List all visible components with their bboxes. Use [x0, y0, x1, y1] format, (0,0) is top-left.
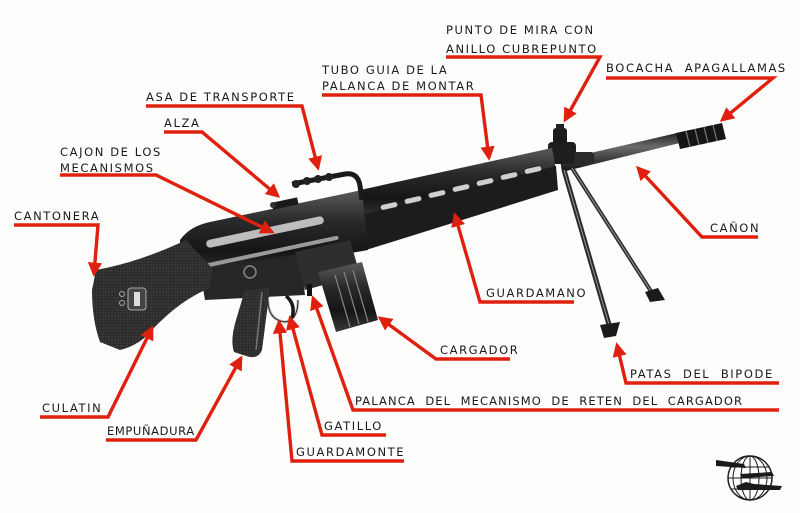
rifle-illustration — [92, 123, 726, 358]
leader-punto-de-mira — [446, 55, 603, 123]
label-guardamano: GUARDAMANO — [486, 286, 588, 300]
globe-logo — [716, 455, 782, 501]
pistol-grip — [232, 288, 270, 358]
label-culatin: CULATIN — [42, 401, 103, 415]
leader-cargador — [377, 316, 510, 361]
label-cantonera: CANTONERA — [14, 209, 101, 223]
trigger-housing — [200, 254, 305, 300]
label-line: ANILLO CUBREPUNTO — [446, 42, 598, 56]
barrel — [560, 130, 692, 172]
label-gatillo: GATILLO — [324, 419, 383, 433]
bipod — [561, 166, 665, 338]
leader-cantonera — [14, 223, 103, 277]
leader-lines — [14, 55, 779, 463]
stock — [92, 240, 212, 350]
label-line: PUNTO DE MIRA CON — [446, 23, 595, 37]
handguard — [360, 148, 558, 250]
magazine-release-lever — [307, 284, 312, 296]
leader-tubo-guia — [322, 93, 495, 161]
leader-culatin — [40, 325, 154, 419]
leader-alza — [164, 130, 281, 198]
leader-guardamano — [451, 212, 574, 304]
label-asa: ASA DE TRANSPORTE — [146, 90, 296, 104]
label-patas: PATAS DEL BIPODE — [630, 367, 774, 381]
leader-guardamonte — [272, 319, 404, 463]
front-sight — [548, 124, 594, 164]
leader-canon — [636, 165, 758, 239]
leader-cajon — [60, 173, 275, 234]
leader-patas — [612, 342, 779, 385]
label-tubo-guia: TUBO GUIA DE LA PALANCA DE MONTAR — [322, 62, 475, 94]
leader-bocacha — [606, 76, 778, 122]
label-cajon: CAJON DE LOS MECANISMOS — [60, 144, 162, 176]
label-palanca-reten: PALANCA DEL MECANISMO DE RETEN DEL CARGA… — [355, 394, 744, 408]
label-punto-de-mira: PUNTO DE MIRA CON ANILLO CUBREPUNTO — [446, 22, 598, 57]
label-cargador: CARGADOR — [440, 343, 520, 357]
label-line: MECANISMOS — [60, 161, 155, 175]
leader-empunadura — [106, 355, 243, 442]
trigger-guard — [266, 294, 300, 324]
leader-asa — [146, 104, 323, 171]
leader-palanca-reten — [310, 295, 779, 412]
label-guardamonte: GUARDAMONTE — [296, 445, 406, 459]
leader-gatillo — [286, 315, 386, 437]
label-line: CAJON DE LOS — [60, 145, 162, 159]
magazine — [295, 240, 378, 332]
label-empunadura: EMPUÑADURA — [107, 424, 195, 438]
label-bocacha: BOCACHA APAGALLAMAS — [606, 61, 787, 75]
label-canon: CAÑON — [710, 221, 761, 235]
label-line: PALANCA DE MONTAR — [322, 79, 476, 93]
label-line: TUBO GUIA DE LA — [322, 63, 449, 77]
flash-hider — [676, 123, 726, 149]
label-alza: ALZA — [164, 116, 201, 130]
